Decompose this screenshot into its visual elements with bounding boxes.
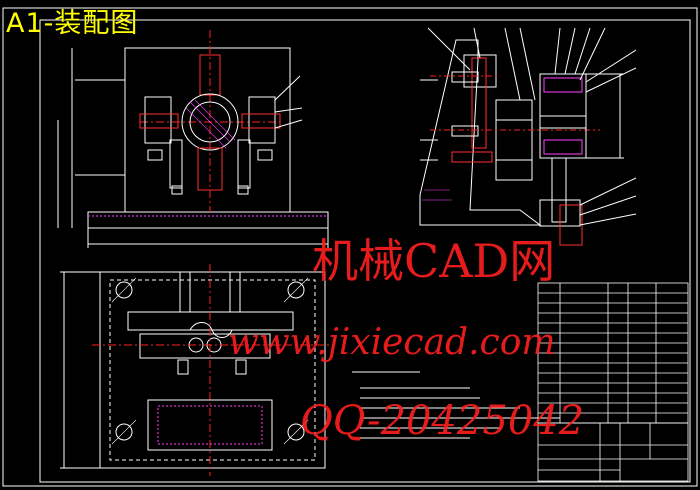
top-hole-top-right xyxy=(287,281,305,299)
top-view xyxy=(60,264,330,476)
side-clamp-screw xyxy=(471,57,487,149)
top-hole-top-left xyxy=(115,281,133,299)
front-bore-hatch xyxy=(185,99,236,149)
side-section-view xyxy=(419,27,637,246)
inner-frame xyxy=(39,19,691,483)
sheet-title: A1-装配图 xyxy=(6,8,139,39)
front-left-clamp-block xyxy=(144,96,172,144)
technical-notes xyxy=(352,371,560,439)
side-support-plate xyxy=(419,39,542,226)
front-bore xyxy=(189,101,231,143)
title-block-frame xyxy=(537,422,689,482)
front-base-plate xyxy=(87,211,329,229)
front-right-screw xyxy=(241,113,281,129)
front-upper-body xyxy=(199,54,221,96)
front-left-screw xyxy=(139,113,179,129)
watermark-site-name: 机械CAD网 xyxy=(312,234,556,288)
outer-frame xyxy=(2,7,698,487)
parts-list-table xyxy=(537,282,689,424)
top-hole-bottom-right xyxy=(287,423,305,441)
top-lower-block xyxy=(147,399,273,451)
front-clamp-ring xyxy=(181,93,239,151)
watermark-url: www.jixiecad.com xyxy=(228,322,556,363)
front-right-leg xyxy=(237,139,251,189)
front-left-leg xyxy=(169,139,183,189)
front-back-plate xyxy=(124,47,291,213)
watermark-qq: QQ-20425042 xyxy=(300,398,585,444)
top-clamp-body xyxy=(139,333,271,359)
front-view xyxy=(57,30,329,248)
front-right-clamp-block xyxy=(248,96,276,144)
side-main-body xyxy=(495,99,533,181)
top-hole-bottom-left xyxy=(115,423,133,441)
top-base-hidden-outline xyxy=(109,279,316,461)
top-base-outline xyxy=(99,271,326,469)
title-block xyxy=(537,422,689,482)
side-upper-arm xyxy=(463,54,497,88)
side-guide-post xyxy=(551,157,567,223)
front-lower-body xyxy=(197,147,223,191)
